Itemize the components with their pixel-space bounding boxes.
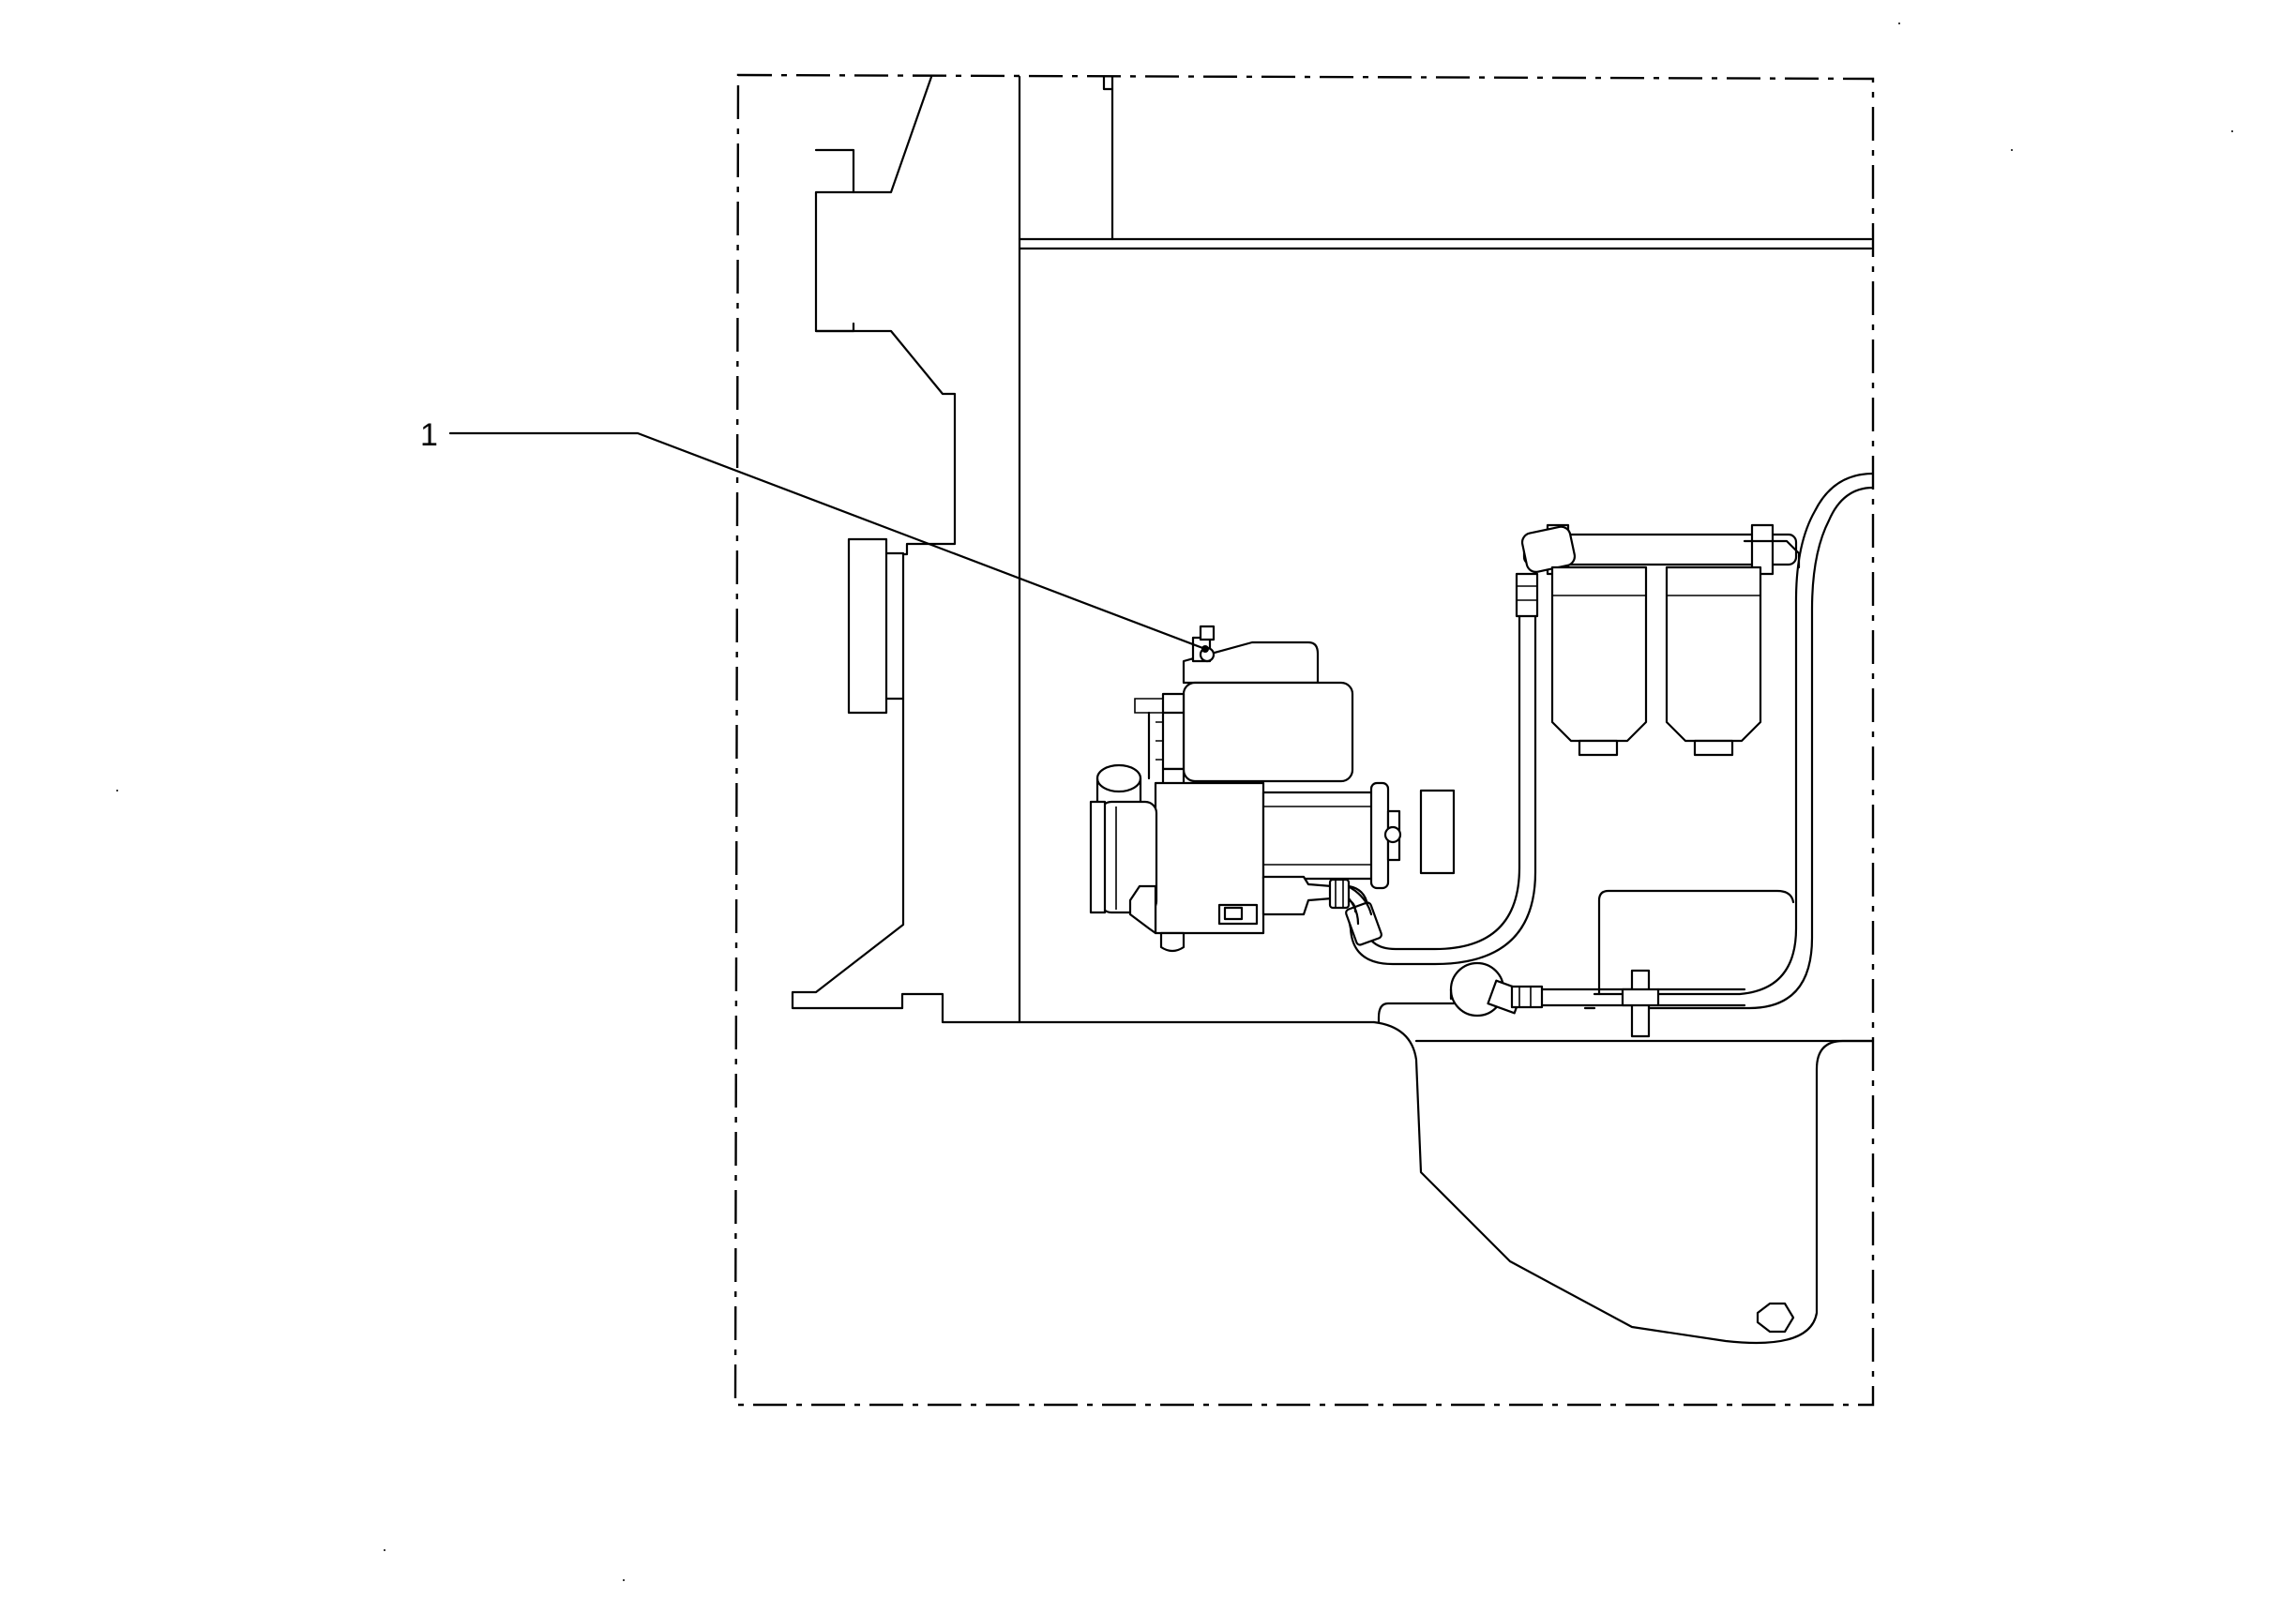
phantom-boundary	[733, 73, 1875, 1407]
callout-pointer	[1201, 645, 1209, 653]
reservoir-block	[1377, 889, 1795, 1024]
filter-assembly	[1515, 523, 1801, 757]
drain-plug-icon	[1756, 1302, 1795, 1334]
callout-label: 1	[420, 417, 438, 453]
crossover-line	[1487, 969, 1746, 1038]
data-plate	[1419, 789, 1456, 875]
callout-leader	[448, 431, 1207, 651]
pump-assembly	[1089, 625, 1402, 953]
callout-1: 1	[420, 417, 1209, 653]
lower-housing	[1372, 1020, 1875, 1345]
center-frame	[1016, 75, 1873, 1024]
left-frame	[791, 75, 1020, 1024]
scan-specks	[116, 23, 2233, 1581]
